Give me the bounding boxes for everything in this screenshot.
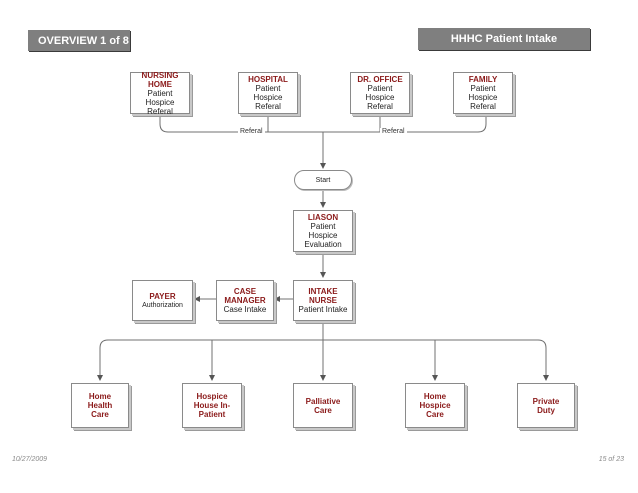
page-title: HHHC Patient Intake bbox=[450, 33, 558, 45]
dr-office-box: DR. OFFICE Patient Hospice Referal bbox=[350, 72, 410, 114]
palliative-care-box: Palliative Care bbox=[293, 383, 353, 428]
family-box: FAMILY Patient Hospice Referal bbox=[453, 72, 513, 114]
node-title: Home Health Care bbox=[87, 392, 113, 419]
nursing-home-box: NURSING HOME Patient Hospice Referal bbox=[130, 70, 190, 116]
footer-page-number: 15 of 23 bbox=[598, 456, 624, 463]
title-banner: HHHC Patient Intake bbox=[418, 28, 590, 50]
node-title: Private Duty bbox=[532, 396, 560, 415]
node-title: Home Hospice Care bbox=[419, 392, 451, 419]
intake-nurse-box: INTAKE NURSE Patient Intake bbox=[293, 280, 353, 321]
node-title: DR. OFFICE bbox=[357, 75, 403, 84]
node-subtitle: Patient Intake bbox=[298, 305, 348, 314]
footer-date: 10/27/2009 bbox=[12, 456, 48, 463]
node-title: LIASON bbox=[307, 213, 339, 222]
private-duty-box: Private Duty bbox=[517, 383, 575, 428]
node-title: NURSING HOME bbox=[141, 70, 179, 89]
node-title: INTAKE NURSE bbox=[308, 287, 338, 305]
hospital-box: HOSPITAL Patient Hospice Referal bbox=[238, 72, 298, 114]
referal-label-right: Referal bbox=[380, 128, 407, 135]
home-hospice-care-box: Home Hospice Care bbox=[405, 383, 465, 428]
node-title: PAYER bbox=[149, 291, 176, 301]
node-subtitle: Patient Hospice Evaluation bbox=[304, 222, 342, 249]
node-subtitle: Patient Hospice Referal bbox=[365, 84, 395, 111]
node-subtitle: Patient Hospice Referal bbox=[145, 88, 175, 116]
node-title: HOSPITAL bbox=[248, 75, 288, 84]
start-node: Start bbox=[294, 170, 352, 190]
start-label: Start bbox=[315, 176, 331, 184]
overview-banner: OVERVIEW 1 of 8 bbox=[28, 30, 130, 51]
node-title: FAMILY bbox=[468, 75, 498, 84]
node-subtitle: Case Intake bbox=[223, 305, 267, 314]
node-subtitle: Authorization bbox=[142, 301, 183, 309]
case-manager-box: CASE MANAGER Case Intake bbox=[216, 280, 274, 321]
node-title: CASE MANAGER bbox=[224, 287, 266, 305]
node-title: Palliative Care bbox=[305, 396, 341, 415]
node-subtitle: Patient Hospice Referal bbox=[468, 84, 498, 111]
home-health-care-box: Home Health Care bbox=[71, 383, 129, 428]
hospice-house-box: Hospice House In-Patient bbox=[182, 383, 242, 428]
overview-label: OVERVIEW 1 of 8 bbox=[38, 34, 129, 47]
payer-box: PAYER Authorization bbox=[132, 280, 193, 321]
referal-label-left: Referal bbox=[238, 128, 265, 135]
node-subtitle: Patient Hospice Referal bbox=[253, 84, 283, 111]
liason-box: LIASON Patient Hospice Evaluation bbox=[293, 210, 353, 252]
node-title: Hospice House In-Patient bbox=[193, 392, 231, 419]
